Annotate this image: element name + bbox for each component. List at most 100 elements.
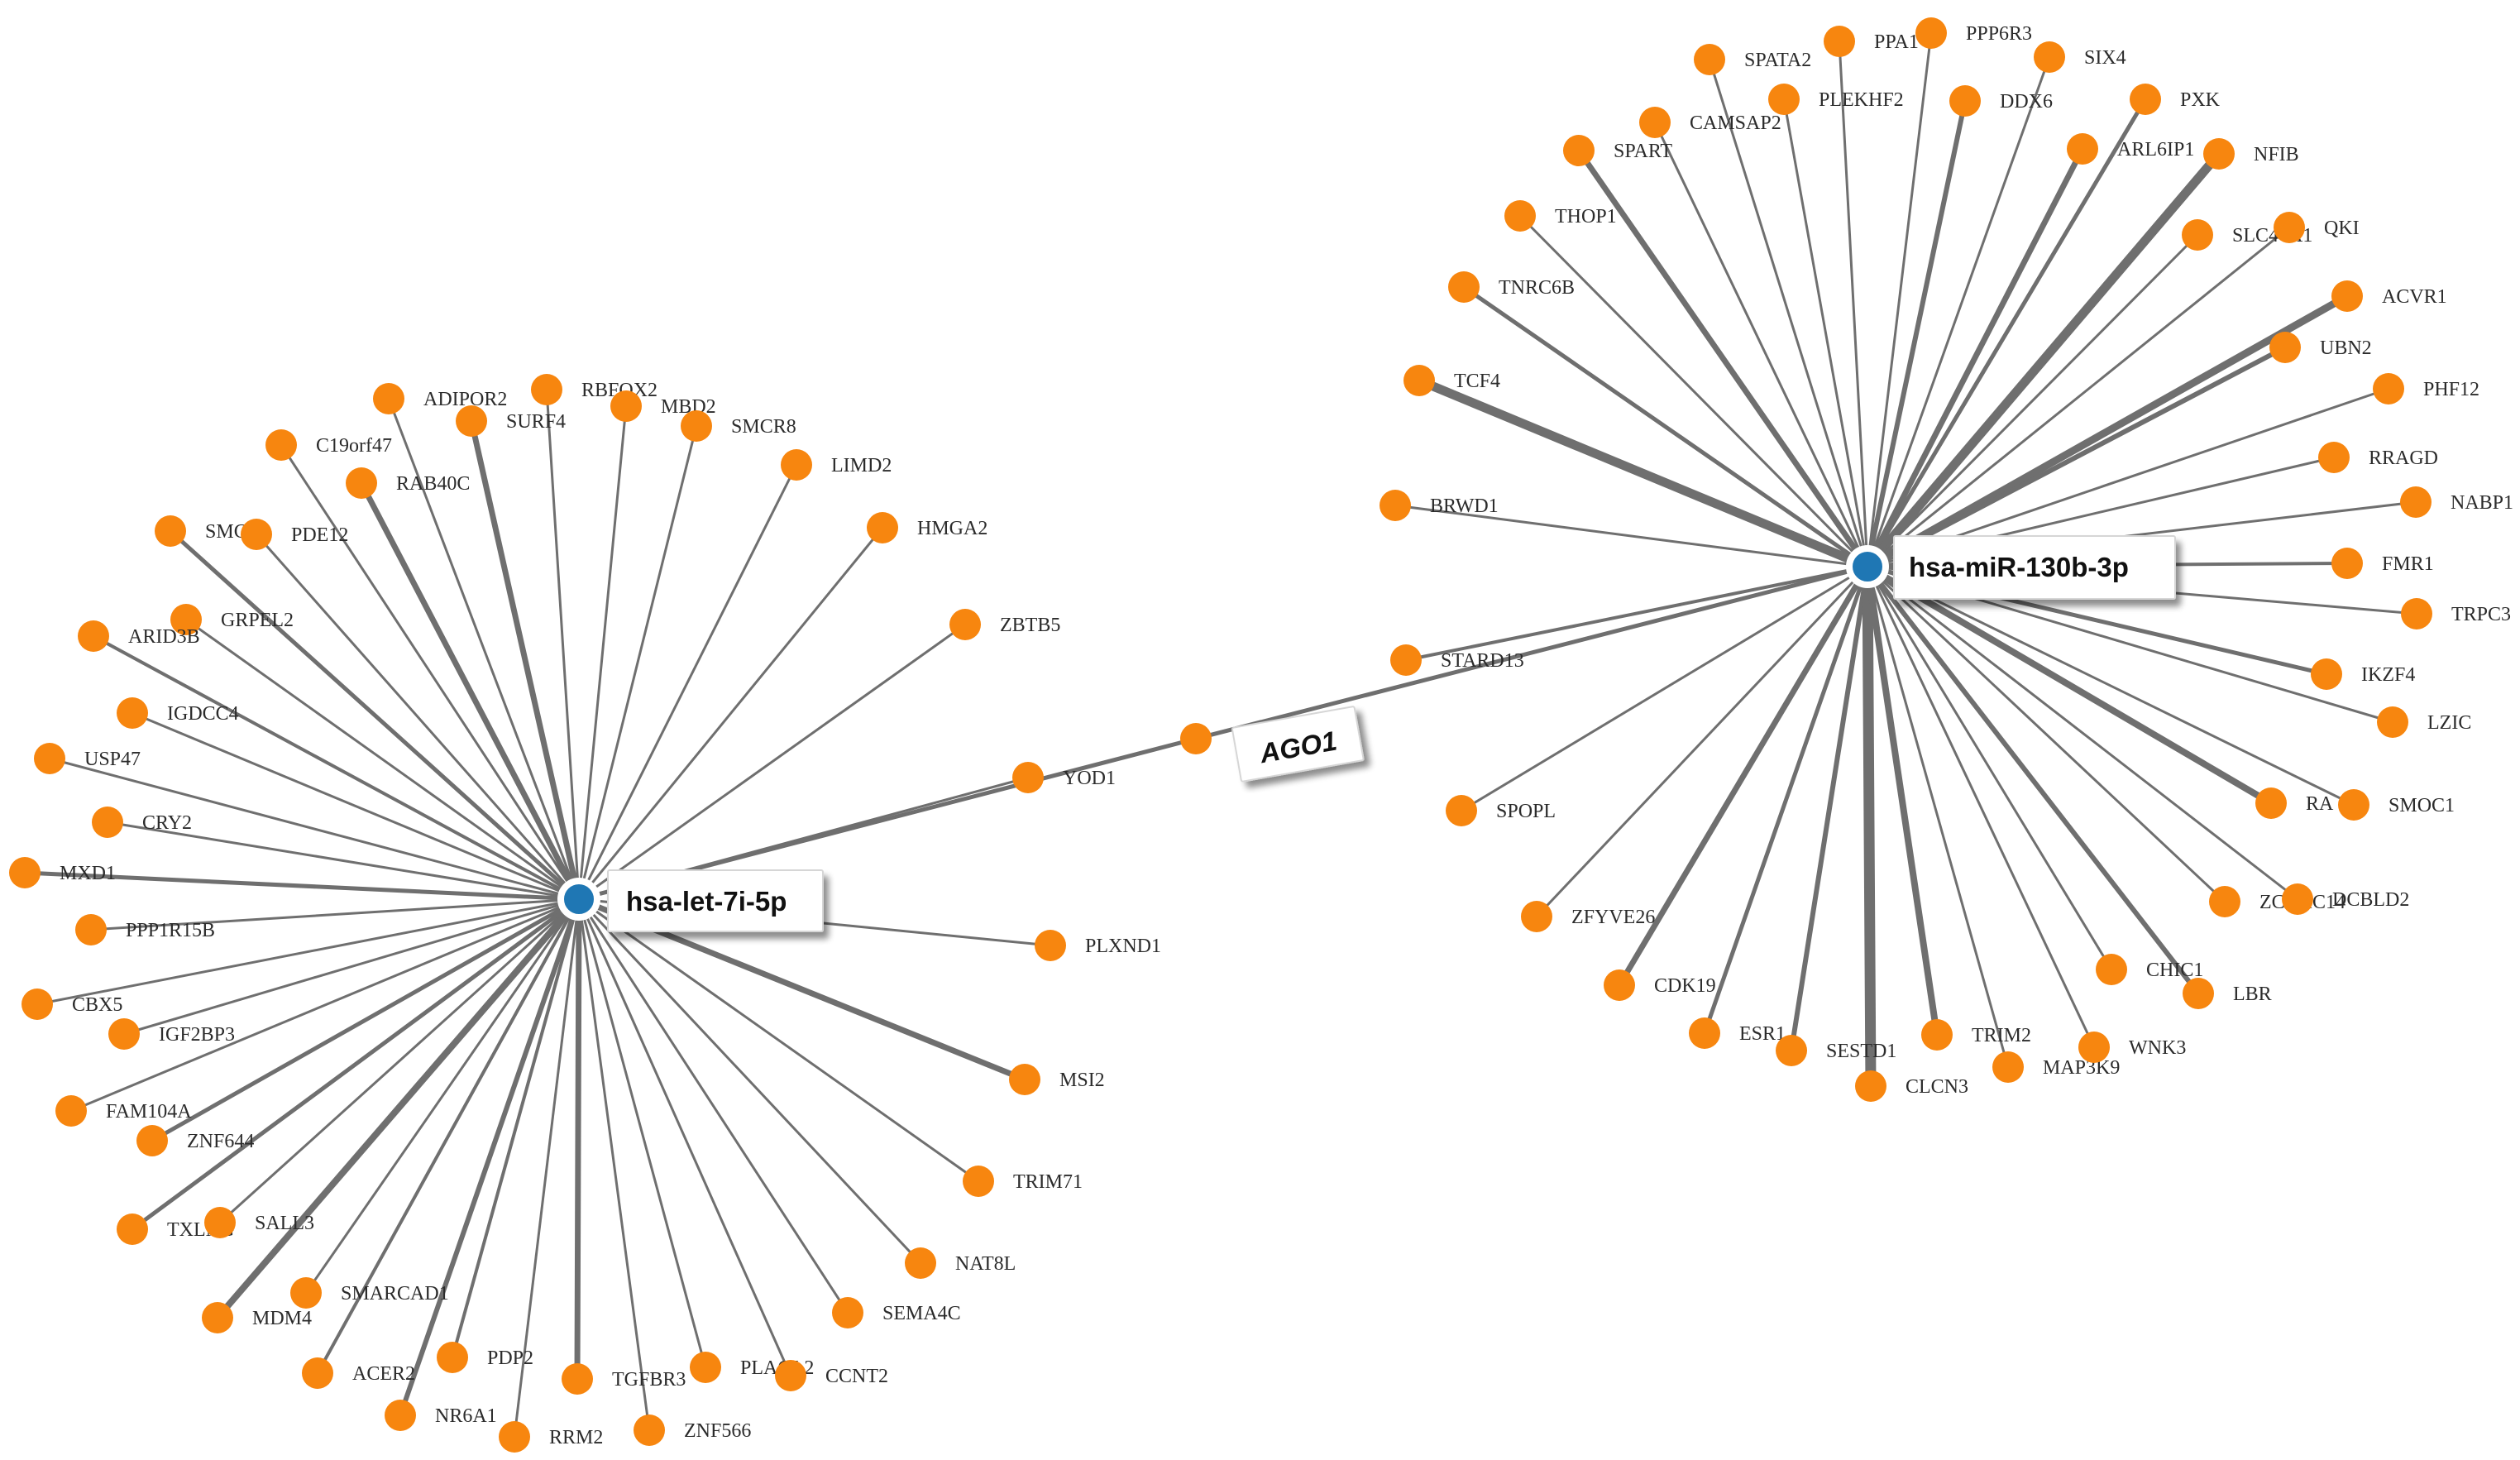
node-txlng[interactable] (117, 1213, 148, 1245)
edge-let7i-mbd2 (577, 404, 628, 901)
node-mbd2[interactable] (610, 390, 642, 422)
hub-node-mir130b[interactable] (1846, 545, 1889, 588)
node-znf566[interactable] (634, 1415, 665, 1446)
node-msi2[interactable] (1009, 1064, 1040, 1095)
node-smcr8[interactable] (681, 410, 712, 442)
node-sall3[interactable] (204, 1207, 236, 1238)
node-trim71[interactable] (963, 1166, 994, 1197)
node-acer2[interactable] (302, 1357, 333, 1389)
node-lzic[interactable] (2377, 706, 2408, 738)
node-ddx6[interactable] (1949, 85, 1981, 117)
node-tcf4[interactable] (1403, 365, 1435, 396)
hub-label-box-mir130b (1893, 535, 2176, 600)
node-label-plekhf2: PLEKHF2 (1819, 89, 1904, 111)
node-tgfbr3[interactable] (562, 1363, 593, 1395)
node-spata2[interactable] (1694, 44, 1725, 75)
node-fam104a[interactable] (55, 1095, 87, 1127)
node-zfyve26[interactable] (1521, 901, 1552, 932)
node-label-six4: SIX4 (2084, 47, 2126, 69)
node-wnk3[interactable] (2078, 1032, 2110, 1063)
node-dcbld2[interactable] (2282, 883, 2313, 915)
node-label-sestd1: SESTD1 (1826, 1041, 1896, 1062)
node-ubn2[interactable] (2269, 332, 2301, 363)
node-smarcad1[interactable] (290, 1277, 322, 1309)
node-c19orf47[interactable] (265, 429, 297, 461)
node-six4[interactable] (2034, 41, 2065, 73)
node-nat8l[interactable] (905, 1247, 936, 1279)
node-smoc1[interactable] (2338, 789, 2369, 821)
node-cry2[interactable] (92, 807, 123, 838)
node-label-tnrc6b: TNRC6B (1499, 277, 1575, 299)
node-esr1[interactable] (1689, 1017, 1720, 1049)
node-trpc3[interactable] (2401, 598, 2432, 629)
node-limd2[interactable] (781, 449, 812, 481)
node-thop1[interactable] (1504, 200, 1536, 232)
node-pde12[interactable] (241, 519, 272, 550)
node-spart[interactable] (1563, 135, 1595, 166)
node-lbr[interactable] (2183, 978, 2214, 1009)
node-sestd1[interactable] (1776, 1035, 1807, 1066)
node-zcchc14[interactable] (2209, 886, 2240, 917)
hub-node-let7i[interactable] (557, 878, 600, 921)
node-zbtb5[interactable] (949, 609, 981, 640)
node-chic1[interactable] (2096, 954, 2127, 985)
node-igdcc4[interactable] (117, 697, 148, 729)
node-smc1a[interactable] (155, 515, 186, 547)
node-acvr1[interactable] (2331, 280, 2363, 312)
node-label-wnk3: WNK3 (2129, 1037, 2186, 1059)
node-map3k9[interactable] (1992, 1051, 2024, 1083)
node-rragd[interactable] (2318, 442, 2350, 473)
node-cdk19[interactable] (1604, 969, 1635, 1001)
node-ikzf4[interactable] (2311, 658, 2342, 690)
node-ccnt2[interactable] (775, 1360, 806, 1391)
node-trim2[interactable] (1921, 1019, 1953, 1051)
node-nr6a1[interactable] (385, 1400, 416, 1431)
node-nfib[interactable] (2203, 138, 2235, 170)
node-znf644[interactable] (136, 1125, 168, 1156)
node-brwd1[interactable] (1380, 490, 1411, 521)
node-yod1[interactable] (1012, 762, 1044, 793)
node-grpel2[interactable] (170, 604, 202, 635)
node-mxd1[interactable] (9, 857, 41, 888)
node-pxk[interactable] (2130, 84, 2161, 115)
node-slc44a1[interactable] (2182, 219, 2213, 251)
node-hmga2[interactable] (867, 512, 898, 543)
node-cbx5[interactable] (22, 988, 53, 1020)
edge-mir130b-tcf4 (1414, 376, 1872, 572)
node-pdp2[interactable] (437, 1342, 468, 1373)
node-ppa1[interactable] (1824, 26, 1855, 57)
node-surf4[interactable] (456, 405, 487, 437)
node-plagl2[interactable] (690, 1352, 721, 1383)
node-arl6ip1[interactable] (2067, 133, 2098, 165)
node-nabp1[interactable] (2400, 486, 2432, 518)
node-adipor2[interactable] (373, 383, 404, 414)
edge-mir130b-smoc1 (1866, 565, 2355, 807)
node-sema4c[interactable] (832, 1297, 863, 1328)
node-mdm4[interactable] (202, 1302, 233, 1333)
node-rrm2[interactable] (499, 1421, 530, 1453)
node-ago1[interactable] (1180, 723, 1212, 754)
node-plxnd1[interactable] (1035, 930, 1066, 961)
node-arid3b[interactable] (78, 620, 109, 652)
node-stard13[interactable] (1390, 644, 1422, 676)
node-qki[interactable] (2274, 212, 2305, 243)
node-phf12[interactable] (2373, 373, 2404, 404)
node-rbfox2[interactable] (531, 374, 562, 405)
node-camsap2[interactable] (1639, 107, 1671, 138)
node-fmr1[interactable] (2331, 548, 2363, 579)
node-clcn3[interactable] (1855, 1070, 1886, 1102)
node-ppp1r15b[interactable] (75, 914, 107, 945)
node-tnrc6b[interactable] (1448, 271, 1480, 303)
node-spopl[interactable] (1446, 795, 1477, 826)
node-ppp6r3[interactable] (1915, 17, 1947, 49)
node-usp47[interactable] (34, 743, 65, 774)
node-igf2bp3[interactable] (108, 1018, 140, 1050)
edge-let7i-igdcc4 (131, 711, 581, 901)
node-ra[interactable] (2255, 787, 2287, 819)
node-plekhf2[interactable] (1768, 84, 1800, 115)
edge-let7i-pde12 (255, 533, 581, 901)
node-rab40c[interactable] (346, 467, 377, 499)
node-label-limd2: LIMD2 (831, 455, 892, 476)
edge-mir130b-ra (1864, 563, 2274, 807)
